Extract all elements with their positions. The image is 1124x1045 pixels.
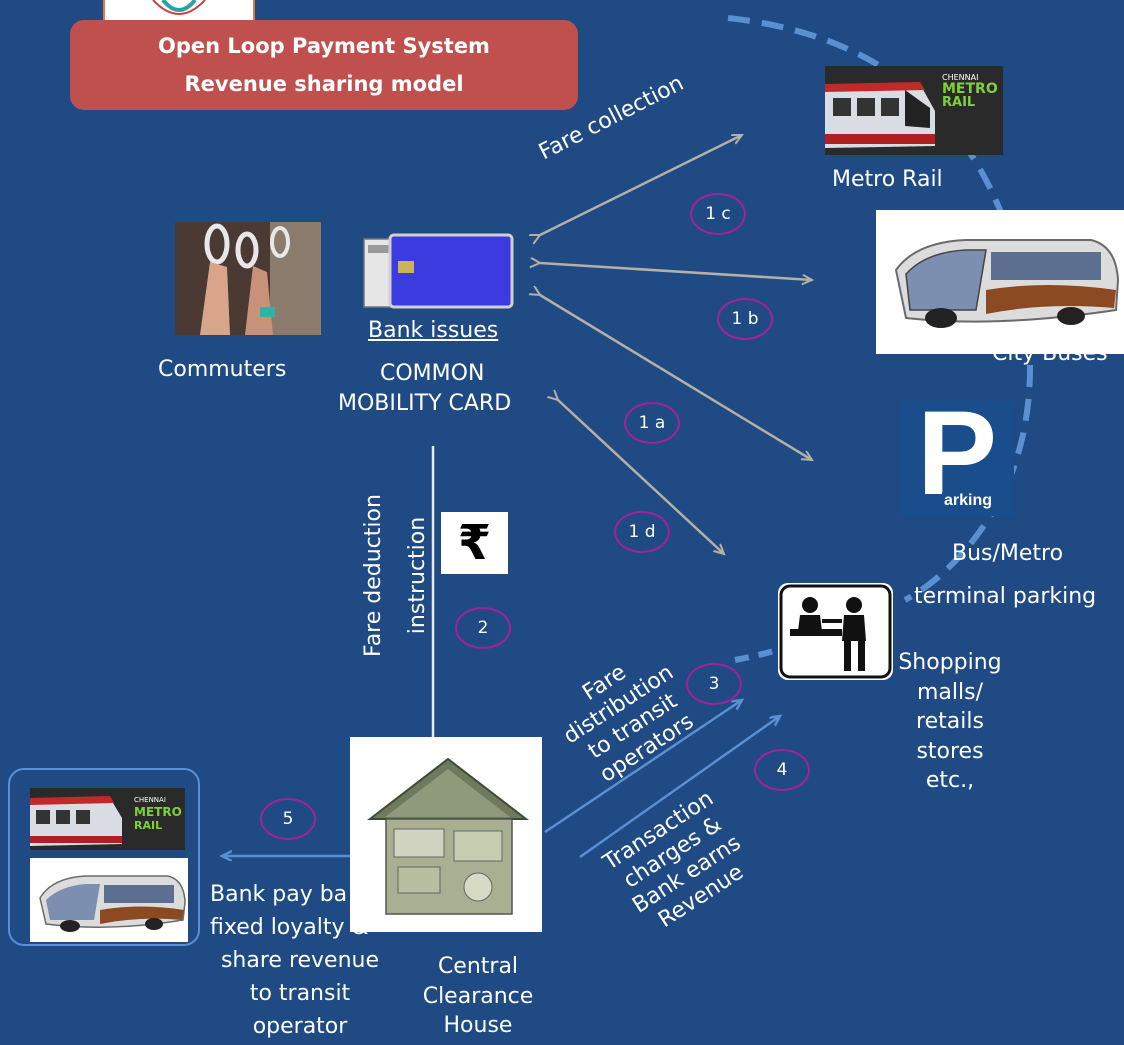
shopping-label-line-4: stores: [916, 738, 984, 764]
svg-text:METRO: METRO: [134, 805, 182, 819]
title-line-2: Revenue sharing model: [184, 72, 464, 96]
cch-line-1: Central: [437, 954, 519, 979]
parking-label-line-2: terminal parking: [914, 584, 1097, 609]
rupee-symbol: ₹: [457, 515, 492, 571]
shopping-label-line-3: retails: [916, 709, 984, 734]
metro-logo-line-2: METRO: [942, 81, 998, 97]
parking-label-line-1: Bus/Metro: [952, 541, 1064, 566]
step-badge-3: 3: [686, 663, 742, 705]
step-badge-2: 2: [455, 607, 511, 649]
fare-deduction-label: Fare deduction instruction: [342, 488, 430, 663]
bank-pay-line-5: operator: [252, 1014, 348, 1039]
metro-logo: CHENNAI METRO RAIL: [942, 73, 1000, 110]
step-badge-1c: 1 c: [690, 193, 746, 235]
metro-rail-label: Metro Rail: [832, 167, 943, 192]
arrow-4: [579, 716, 780, 859]
central-clearance-label: Central Clearance House: [410, 952, 546, 1041]
title-box: Open Loop Payment System Revenue sharing…: [70, 20, 578, 110]
arrow-1b: [540, 263, 812, 280]
svg-text:RAIL: RAIL: [134, 819, 162, 832]
shopping-label-line-5: etc.,: [925, 768, 975, 793]
step-badge-5: 5: [260, 798, 316, 840]
metro-rail-image: CHENNAI METRO RAIL: [825, 66, 1003, 155]
bank-pay-line-2: fixed loyalty &: [210, 915, 369, 940]
shopping-label: Shopping malls/ retails stores etc.,: [888, 648, 1012, 796]
step-badge-4: 4: [754, 749, 810, 791]
shopping-label-line-1: Shopping: [898, 650, 1002, 675]
parking-sign-text: arking: [942, 492, 995, 510]
bank-pay-line-4: to transit: [249, 981, 351, 1006]
card-label-line-1: COMMON: [380, 361, 485, 386]
transit-metro-image: CHENNAI METRO RAIL: [30, 788, 185, 850]
cch-line-2: Clearance: [422, 983, 534, 1009]
transit-bus-image: [30, 858, 188, 942]
fare-deduction-line-2: instruction: [405, 516, 430, 635]
step-badge-1d: 1 d: [614, 511, 670, 553]
money-house-image: [350, 737, 542, 932]
step-badge-1b: 1 b: [717, 298, 773, 340]
arrow-1a: [540, 295, 812, 460]
bank-pay-label: Bank pay ba fixed loyalty & share revenu…: [200, 878, 400, 1043]
metro-logo-line-1: CHENNAI: [942, 73, 979, 82]
arrow-1c: [540, 133, 742, 235]
dashed-ring-lower: [734, 647, 779, 663]
commuters-image: [175, 222, 321, 335]
arrow-3: [544, 700, 742, 834]
shopping-counter-image: [778, 583, 893, 680]
city-bus-image: [876, 210, 1124, 354]
bank-pay-line-1: Bank pay ba: [210, 882, 348, 907]
fare-deduction-line-1: Fare deduction: [361, 494, 386, 657]
arrow-1d: [558, 400, 724, 554]
mobility-card-image: [362, 233, 516, 311]
bank-issues-label: Bank issues: [368, 318, 499, 343]
title-line-1: Open Loop Payment System: [158, 34, 490, 58]
cch-line-3: House: [443, 1013, 513, 1038]
card-label-line-2: MOBILITY CARD: [338, 391, 512, 416]
logo-fragment: [103, 0, 255, 22]
step-badge-1a: 1 a: [624, 402, 680, 444]
shopping-label-line-2: malls/: [916, 679, 983, 705]
svg-text:CHENNAI: CHENNAI: [134, 796, 166, 804]
parking-sign: P arking: [899, 401, 1014, 516]
metro-logo-line-3: RAIL: [942, 95, 976, 110]
rupee-icon: ₹: [441, 512, 508, 574]
commuters-label: Commuters: [158, 357, 287, 382]
bank-pay-line-3: share revenue: [220, 948, 380, 973]
transit-operators-box: CHENNAI METRO RAIL: [8, 768, 200, 946]
